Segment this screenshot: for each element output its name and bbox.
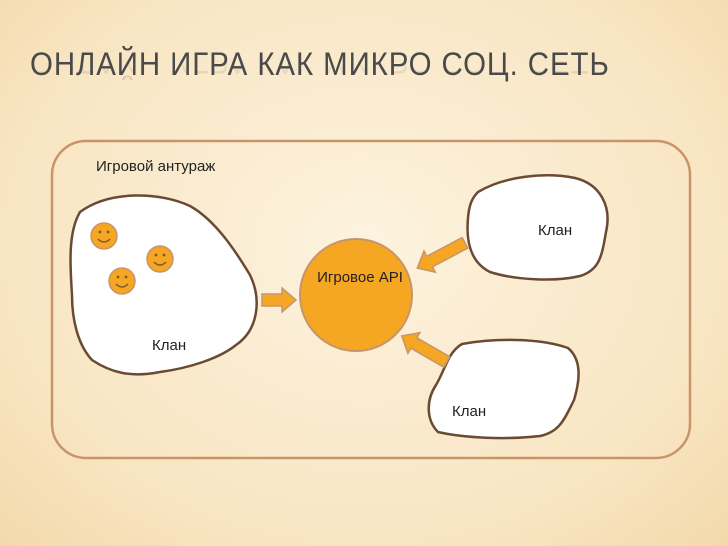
environment-label: Игровой антураж [96,158,216,175]
environment-frame [50,139,692,460]
arrow-bottom-right-to-api [400,331,451,369]
clan-top-right-shape [466,174,609,281]
clan-top-right-label: Клан [538,222,573,239]
slide-title: ОНЛАЙН ИГРА КАК МИКРО СОЦ. СЕТЬ [30,46,610,82]
game-api-node [299,238,413,352]
smiley-icon [90,222,118,250]
clan-left-label: Клан [152,337,187,354]
smiley-icon [108,267,136,295]
game-api-label: Игровое API [317,269,403,286]
arrow-left-to-api [261,286,298,314]
clan-bottom-right-shape [427,338,580,440]
arrow-top-right-to-api [416,236,469,274]
smiley-icon [146,245,174,273]
clan-bottom-right-label: Клан [452,403,487,420]
